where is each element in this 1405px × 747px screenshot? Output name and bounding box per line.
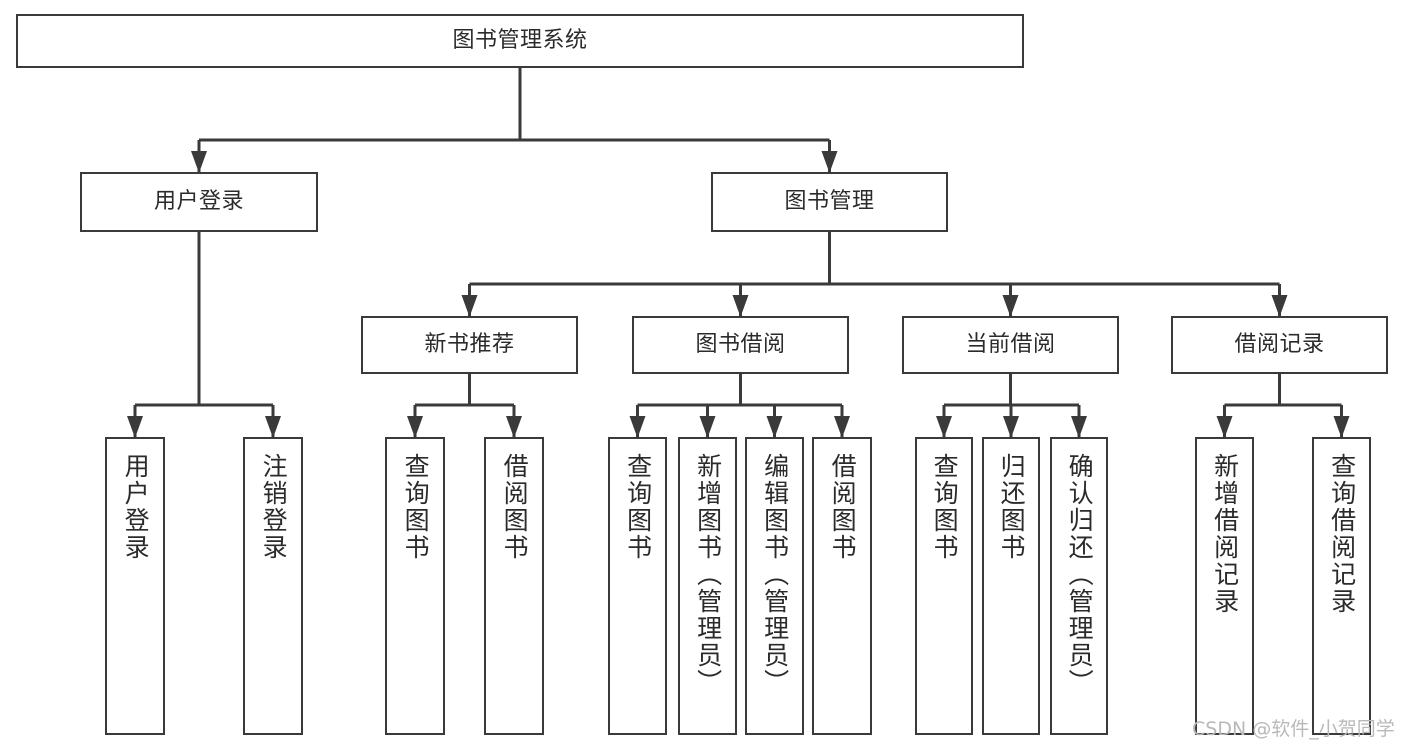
node-label: 查询图书: [401, 453, 431, 561]
node-bookmgmt[interactable]: 图书管理: [711, 172, 948, 232]
node-label: 新增图书（管理员）: [693, 453, 723, 696]
node-label: 借阅图书: [828, 453, 858, 561]
node-label: 注销登录: [259, 453, 289, 561]
node-bw-query[interactable]: 查询图书: [608, 437, 667, 735]
node-label: 新书推荐: [424, 332, 515, 358]
node-label: 图书管理系统: [452, 28, 588, 54]
node-bw-lend[interactable]: 借阅图书: [812, 437, 872, 735]
node-label: 查询借阅记录: [1327, 453, 1357, 615]
node-borrow[interactable]: 图书借阅: [632, 316, 849, 374]
node-label: 图书借阅: [695, 332, 786, 358]
node-cu-confirm[interactable]: 确认归还（管理员）: [1050, 437, 1108, 735]
node-label: 当前借阅: [965, 332, 1056, 358]
node-bw-edit[interactable]: 编辑图书（管理员）: [745, 437, 804, 735]
node-bw-add[interactable]: 新增图书（管理员）: [678, 437, 737, 735]
node-rc-query[interactable]: 查询借阅记录: [1312, 437, 1371, 735]
node-cu-return[interactable]: 归还图书: [982, 437, 1040, 735]
node-cu-query[interactable]: 查询图书: [915, 437, 973, 735]
node-label: 确认归还（管理员）: [1065, 453, 1095, 696]
node-login-in[interactable]: 用户登录: [105, 437, 165, 735]
node-root[interactable]: 图书管理系统: [16, 14, 1024, 68]
node-newbook[interactable]: 新书推荐: [361, 316, 578, 374]
node-login-out[interactable]: 注销登录: [243, 437, 303, 735]
node-label: 借阅图书: [500, 453, 530, 561]
node-records[interactable]: 借阅记录: [1171, 316, 1388, 374]
node-label: 查询图书: [623, 453, 653, 561]
node-login[interactable]: 用户登录: [80, 172, 318, 232]
csdn-watermark: CSDN @软件_小贺同学: [1192, 718, 1395, 740]
node-label: 图书管理: [784, 189, 875, 215]
node-nb-query[interactable]: 查询图书: [385, 437, 445, 735]
node-label: 归还图书: [997, 453, 1027, 561]
node-current[interactable]: 当前借阅: [902, 316, 1119, 374]
node-nb-borrow[interactable]: 借阅图书: [484, 437, 544, 735]
node-label: 新增借阅记录: [1210, 453, 1240, 615]
node-rc-add[interactable]: 新增借阅记录: [1195, 437, 1254, 735]
node-label: 用户登录: [153, 189, 244, 215]
node-label: 借阅记录: [1234, 332, 1325, 358]
node-label: 查询图书: [930, 453, 960, 561]
node-label: 用户登录: [121, 453, 151, 561]
node-label: 编辑图书（管理员）: [760, 453, 790, 696]
